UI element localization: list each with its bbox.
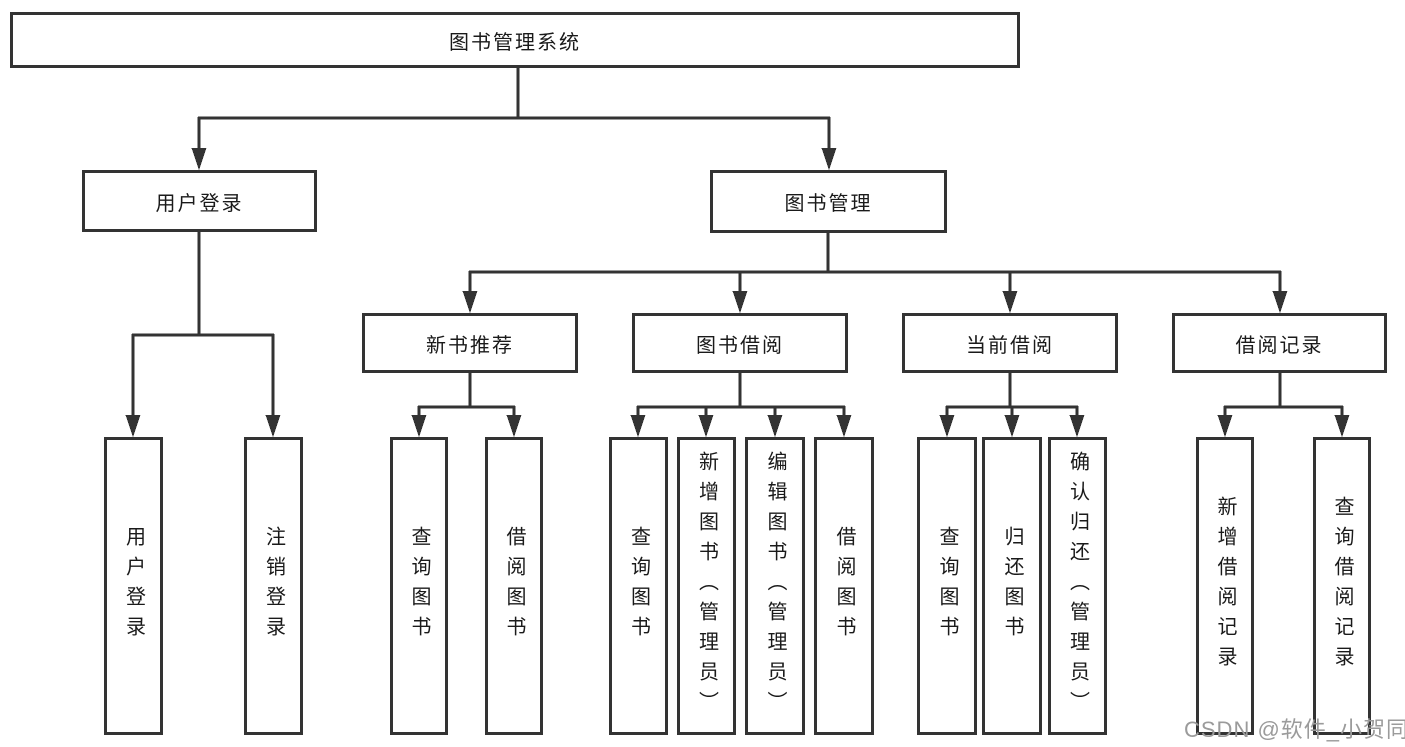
connector-current-borrowing-to-leaves [939,373,1085,437]
node-label: 注销登录 [262,526,285,646]
node-label: 确认归还（管理员） [1066,451,1089,721]
node-label: 编辑图书（管理员） [764,451,786,721]
node-label: 查询借阅记录 [1331,496,1353,676]
node-label: 借阅记录 [1235,334,1324,357]
leaf-edit-books-admin: 编辑图书（管理员） [745,437,805,735]
leaf-query-books-borrowing: 查询图书 [609,437,668,735]
leaf-logout: 注销登录 [244,437,303,735]
node-label: 新增借阅记录 [1214,496,1236,676]
node-book-management-group: 图书管理 [710,170,947,233]
node-user-login-group: 用户登录 [82,170,317,232]
node-current-borrowing: 当前借阅 [902,313,1118,373]
node-book-borrowing: 图书借阅 [632,313,848,373]
leaf-query-borrow-record: 查询借阅记录 [1313,437,1371,735]
node-label: 新增图书（管理员） [695,451,718,721]
leaf-borrow-books: 借阅图书 [814,437,874,735]
node-label: 新书推荐 [426,334,514,357]
node-label: 查询图书 [408,526,430,646]
leaf-user-login: 用户登录 [104,437,163,735]
connector-book-borrowing-to-leaves [630,373,852,437]
connector-root-to-level2 [191,66,837,170]
node-label: 图书管理 [784,193,873,215]
node-label: 当前借阅 [966,334,1054,357]
connector-new-books-to-leaves [411,373,522,437]
leaf-query-books-recommend: 查询图书 [390,437,448,735]
node-label: 归还图书 [1001,526,1023,646]
csdn-watermark: CSDN @软件_小贺同学 [1184,717,1405,742]
node-label: 借阅图书 [503,526,525,646]
leaf-add-borrow-record: 新增借阅记录 [1196,437,1254,735]
node-label: 图书管理系统 [449,31,581,54]
connector-book-mgmt-to-level3 [462,233,1288,313]
connector-user-login-to-leaves [125,232,281,437]
node-new-book-recommend: 新书推荐 [362,313,578,373]
node-borrowing-records: 借阅记录 [1172,313,1387,373]
leaf-confirm-return-admin: 确认归还（管理员） [1048,437,1107,735]
node-label: 图书借阅 [696,334,784,357]
node-library-management-system: 图书管理系统 [10,12,1020,68]
leaf-query-books-current: 查询图书 [917,437,977,735]
node-label: 查询图书 [627,526,650,646]
node-label: 用户登录 [122,526,145,646]
leaf-return-books: 归还图书 [982,437,1042,735]
connector-borrow-records-to-leaves [1217,373,1350,437]
node-label: 用户登录 [155,192,244,215]
leaf-borrow-books-recommend: 借阅图书 [485,437,543,735]
leaf-add-books-admin: 新增图书（管理员） [677,437,736,735]
node-label: 借阅图书 [833,526,855,646]
node-label: 查询图书 [936,526,958,646]
